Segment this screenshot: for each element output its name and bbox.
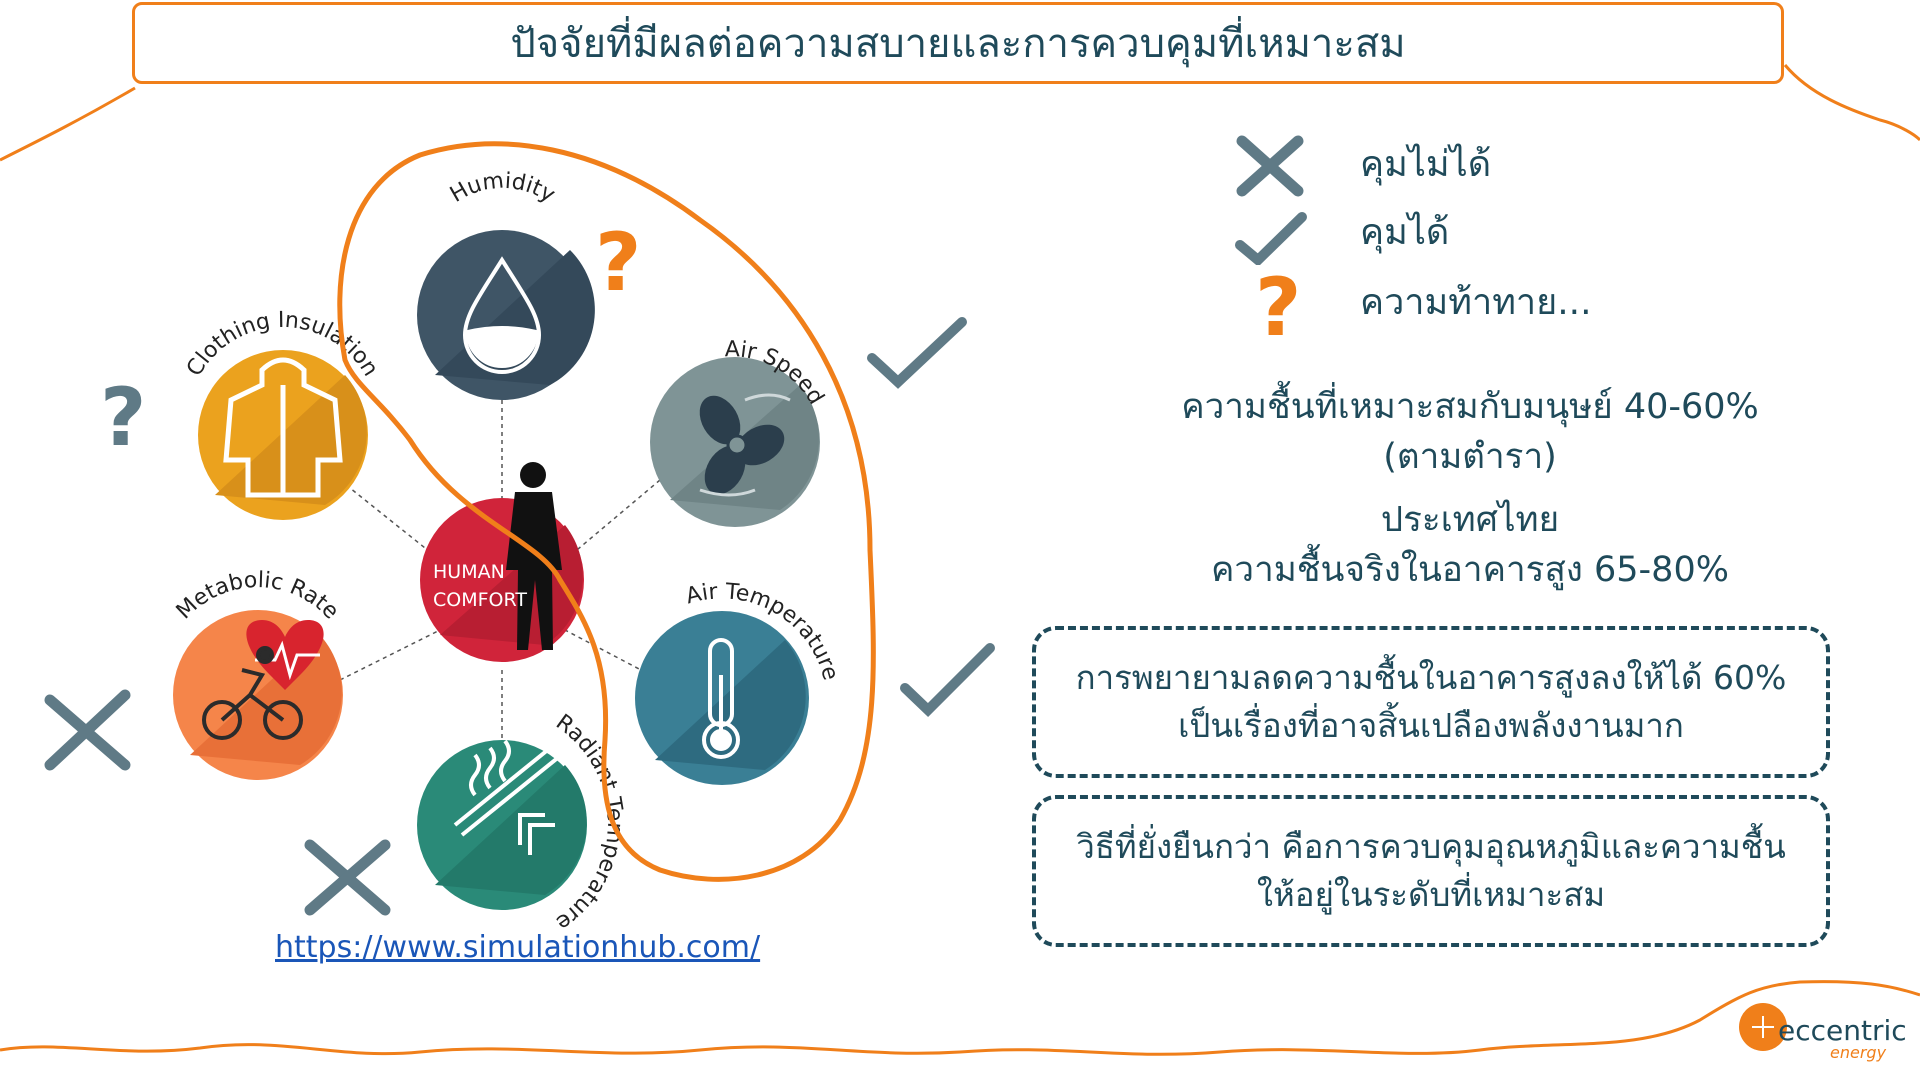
info-thailand-humidity: ประเทศไทย ความชื้นจริงในอาคารสูง 65-80% (1120, 495, 1820, 595)
legend-label-controllable: คุมได้ (1360, 212, 1450, 253)
svg-text:Humidity: Humidity (446, 168, 559, 208)
svg-text:?: ? (595, 216, 641, 309)
humidity-node (417, 230, 595, 400)
info-line-3: ประเทศไทย (1380, 500, 1560, 540)
clothing-insulation-node (198, 350, 368, 520)
page-title: ปัจจัยที่มีผลต่อความสบายและการควบคุมที่เ… (132, 2, 1784, 84)
svg-text:?: ? (1255, 261, 1301, 350)
connector-airspeed (564, 479, 661, 561)
water-drop-icon (462, 256, 542, 374)
radiant-temperature-node (417, 738, 587, 910)
sustainable-method-note: วิธีที่ยั่งยืนกว่า คือการควบคุมอุณหภูมิแ… (1032, 795, 1830, 947)
person-silhouette-icon (506, 462, 562, 650)
wind-icon (699, 393, 791, 497)
connector-metabolic (339, 629, 441, 681)
info-line-1: ความชื้นที่เหมาะสมกับมนุษย์ 40-60% (1181, 387, 1759, 427)
air-speed-node (650, 357, 820, 527)
info-ideal-humidity: ความชื้นที่เหมาะสมกับมนุษย์ 40-60% (ตามต… (1120, 382, 1820, 482)
svg-text:?: ? (100, 371, 146, 464)
info-line-2: (ตามตำรา) (1383, 437, 1557, 477)
logo-subtext: energy (1830, 1043, 1887, 1062)
connector-clothing (339, 479, 441, 561)
human-comfort-label-1: HUMAN (433, 561, 505, 583)
cyclist-icon (202, 646, 303, 740)
jacket-icon (223, 357, 343, 498)
sustainable-line-2: ให้อยู่ในระดับที่เหมาะสม (1256, 875, 1606, 914)
thermometer-icon (702, 638, 740, 759)
air-temperature-node (635, 611, 809, 785)
legend-label-uncontrollable: คุมไม่ได้ (1360, 144, 1492, 185)
source-link[interactable]: https://www.simulationhub.com/ (275, 930, 761, 965)
check-icon (1235, 212, 1307, 265)
energy-cost-line-2: เป็นเรื่องที่อาจสิ้นเปลืองพลังงานมาก (1178, 706, 1684, 745)
cross-mark-metabolic (44, 689, 131, 771)
question-mark-humidity: ? (595, 216, 641, 309)
human-comfort-node (420, 462, 584, 662)
sustainable-line-1: วิธีที่ยั่งยืนกว่า คือการควบคุมอุณหภูมิแ… (1076, 827, 1786, 866)
metabolic-rate-node (173, 610, 343, 780)
fan-icon (699, 395, 785, 495)
check-mark-airtemp (900, 643, 995, 717)
question-mark-clothing: ? (100, 371, 146, 464)
radiant-heat-icon (453, 738, 567, 855)
controllable-factors-outline (337, 141, 876, 882)
energy-cost-note: การพยายามลดความชื้นในอาคารสูงลงให้ได้ 60… (1032, 626, 1830, 778)
humidity-label: Humidity (446, 168, 559, 208)
info-line-4: ความชื้นจริงในอาคารสูง 65-80% (1211, 550, 1729, 590)
cross-mark-radiant (304, 839, 391, 916)
energy-cost-line-1: การพยายามลดความชื้นในอาคารสูงลงให้ได้ 60… (1075, 658, 1787, 697)
logo-text: eccentric (1778, 1014, 1907, 1047)
logo-icon (1739, 1003, 1787, 1051)
check-mark-airspeed (867, 317, 967, 389)
cross-icon (1236, 135, 1304, 197)
question-icon: ? (1255, 261, 1301, 350)
legend-label-challenge: ความท้าทาย... (1360, 282, 1592, 323)
human-comfort-label-2: COMFORT (433, 589, 527, 611)
comfort-factors-diagram: Humidity Air Speed Air Temperature (44, 141, 995, 935)
